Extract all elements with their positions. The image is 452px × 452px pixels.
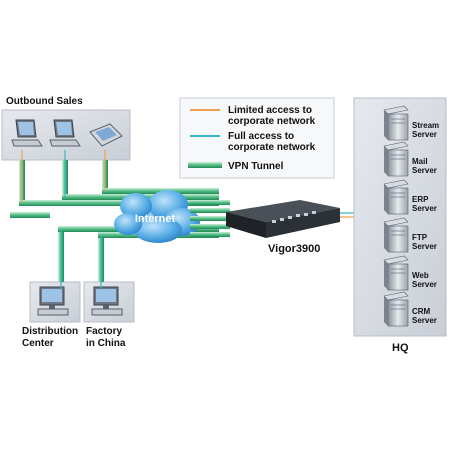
server-1: Mail Server <box>383 141 437 177</box>
server-label-line1: Mail <box>412 157 428 166</box>
legend-vpn-label: VPN Tunnel <box>228 161 284 172</box>
outbound-sales-label: Outbound Sales <box>6 96 83 107</box>
server-label-line1: FTP <box>412 233 428 242</box>
internet-label: Internet <box>135 213 176 225</box>
server-tower-icon <box>383 255 409 291</box>
server-label-line1: Stream <box>412 121 439 130</box>
factory-group: Factory in China <box>83 281 135 349</box>
distribution-center-label-line2: Center <box>22 338 54 349</box>
vpn-tunnel-segment <box>190 216 230 221</box>
desktop-computer-icon <box>91 286 123 316</box>
server-tower-icon <box>383 105 409 141</box>
server-label-line2: Server <box>412 242 437 251</box>
laptop-icon <box>49 119 81 147</box>
legend-limited-line1: Limited access to <box>228 105 312 116</box>
pda-icon <box>89 123 123 147</box>
legend-vpn-swatch <box>188 162 222 168</box>
server-tower-icon <box>383 179 409 215</box>
vpn-tunnels-to-router <box>190 200 230 237</box>
factory-label-line2: in China <box>86 338 126 349</box>
desktop-computer-icon <box>37 286 69 316</box>
vpn-tunnel-segment <box>102 188 219 194</box>
distribution-center-group: Distribution Center <box>22 281 81 349</box>
server-label-line1: Web <box>412 271 429 280</box>
server-3: FTP Server <box>383 217 437 253</box>
server-label-line2: Server <box>412 280 437 289</box>
cloud-icon: Internet <box>114 190 200 243</box>
server-2: ERP Server <box>383 179 437 215</box>
router-icon: Vigor3900 <box>226 200 340 255</box>
vpn-tunnel-segment <box>190 208 230 213</box>
server-0: Stream Server <box>383 105 439 141</box>
laptop-icon <box>11 119 43 147</box>
factory-label-line1: Factory <box>86 326 123 337</box>
vpn-tunnel-segment <box>19 200 219 206</box>
legend-limited-line2: corporate network <box>228 116 316 127</box>
server-4: Web Server <box>383 255 437 291</box>
server-label-line2: Server <box>412 316 437 325</box>
server-label-line1: CRM <box>412 307 431 316</box>
server-tower-icon <box>383 291 409 327</box>
hq-label: HQ <box>392 342 409 354</box>
distribution-center-label-line1: Distribution <box>22 326 78 337</box>
server-label-line2: Server <box>412 130 437 139</box>
outbound-sales-group: Outbound Sales <box>1 96 131 161</box>
server-label-line2: Server <box>412 166 437 175</box>
router-label: Vigor3900 <box>268 243 320 255</box>
access-lines <box>21 150 106 290</box>
server-label-line2: Server <box>412 204 437 213</box>
vpn-tunnel-segment <box>10 212 50 218</box>
server-label-line1: ERP <box>412 195 429 204</box>
vpn-tunnel-segment <box>190 200 230 205</box>
server-tower-icon <box>383 141 409 177</box>
vpn-tunnel-segment <box>190 232 230 237</box>
legend-full-line2: corporate network <box>228 142 316 153</box>
vpn-tunnel-segment <box>190 224 230 229</box>
legend-full-line1: Full access to <box>228 131 294 142</box>
server-tower-icon <box>383 217 409 253</box>
legend: Limited access to corporate network Full… <box>179 97 335 179</box>
server-5: CRM Server <box>383 291 437 327</box>
